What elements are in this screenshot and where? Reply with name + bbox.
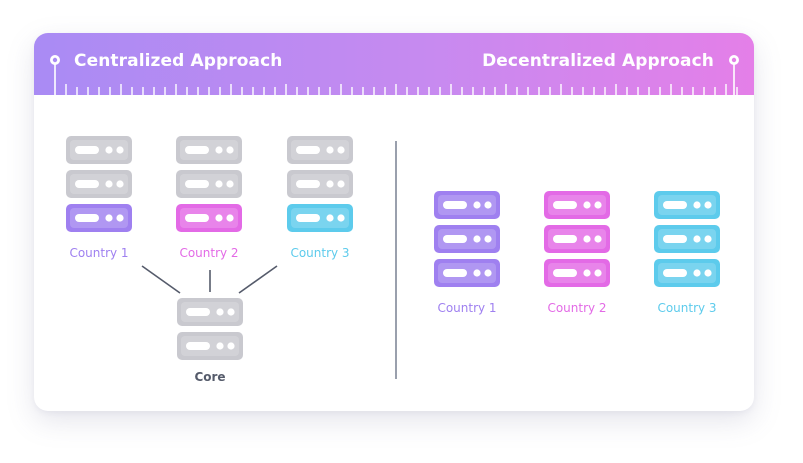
core-label: Core [194, 370, 226, 384]
approach-scale-header: Centralized Approach Decentralized Appro… [34, 33, 754, 95]
decentralized-country-1-server-rack-icon [434, 191, 500, 287]
server-unit [544, 259, 610, 287]
country-1-label: Country 1 [69, 246, 129, 260]
country-3-label: Country 3 [290, 246, 350, 260]
connector-lines [141, 265, 278, 294]
server-unit [176, 204, 242, 232]
server-unit [177, 298, 243, 326]
country-1-server-rack-icon [66, 136, 132, 232]
decentralized-country-3-server-rack-icon [654, 191, 720, 287]
diagram-card: Centralized Approach Decentralized Appro… [34, 33, 754, 411]
server-unit [434, 191, 500, 219]
country-2-label: Country 2 [179, 246, 239, 260]
server-unit [287, 204, 353, 232]
server-unit [434, 259, 500, 287]
server-unit [176, 170, 242, 198]
server-unit [66, 136, 132, 164]
server-unit [177, 332, 243, 360]
server-unit [544, 225, 610, 253]
server-unit [287, 136, 353, 164]
section-divider [395, 141, 397, 379]
country-3-server-rack-icon [287, 136, 353, 232]
server-unit [654, 225, 720, 253]
centralized-title: Centralized Approach [74, 51, 283, 71]
server-unit [66, 204, 132, 232]
connector-country-1-to-core [141, 265, 181, 294]
server-unit [176, 136, 242, 164]
server-unit [66, 170, 132, 198]
core-server-rack-icon [177, 298, 243, 360]
decentralized-title: Decentralized Approach [482, 51, 714, 71]
decentralized-country-2-server-rack-icon [544, 191, 610, 287]
server-unit [654, 191, 720, 219]
decentralized-country-1-label: Country 1 [437, 301, 497, 315]
slider-knob-center [731, 57, 737, 63]
slider-knob-center [52, 57, 58, 63]
decentralized-country-3-label: Country 3 [657, 301, 717, 315]
server-unit [287, 170, 353, 198]
connector-country-3-to-core [238, 265, 278, 294]
server-unit [544, 191, 610, 219]
server-unit [434, 225, 500, 253]
decentralized-country-2-label: Country 2 [547, 301, 607, 315]
scale-ticks [50, 55, 739, 95]
country-2-server-rack-icon [176, 136, 242, 232]
server-unit [654, 259, 720, 287]
